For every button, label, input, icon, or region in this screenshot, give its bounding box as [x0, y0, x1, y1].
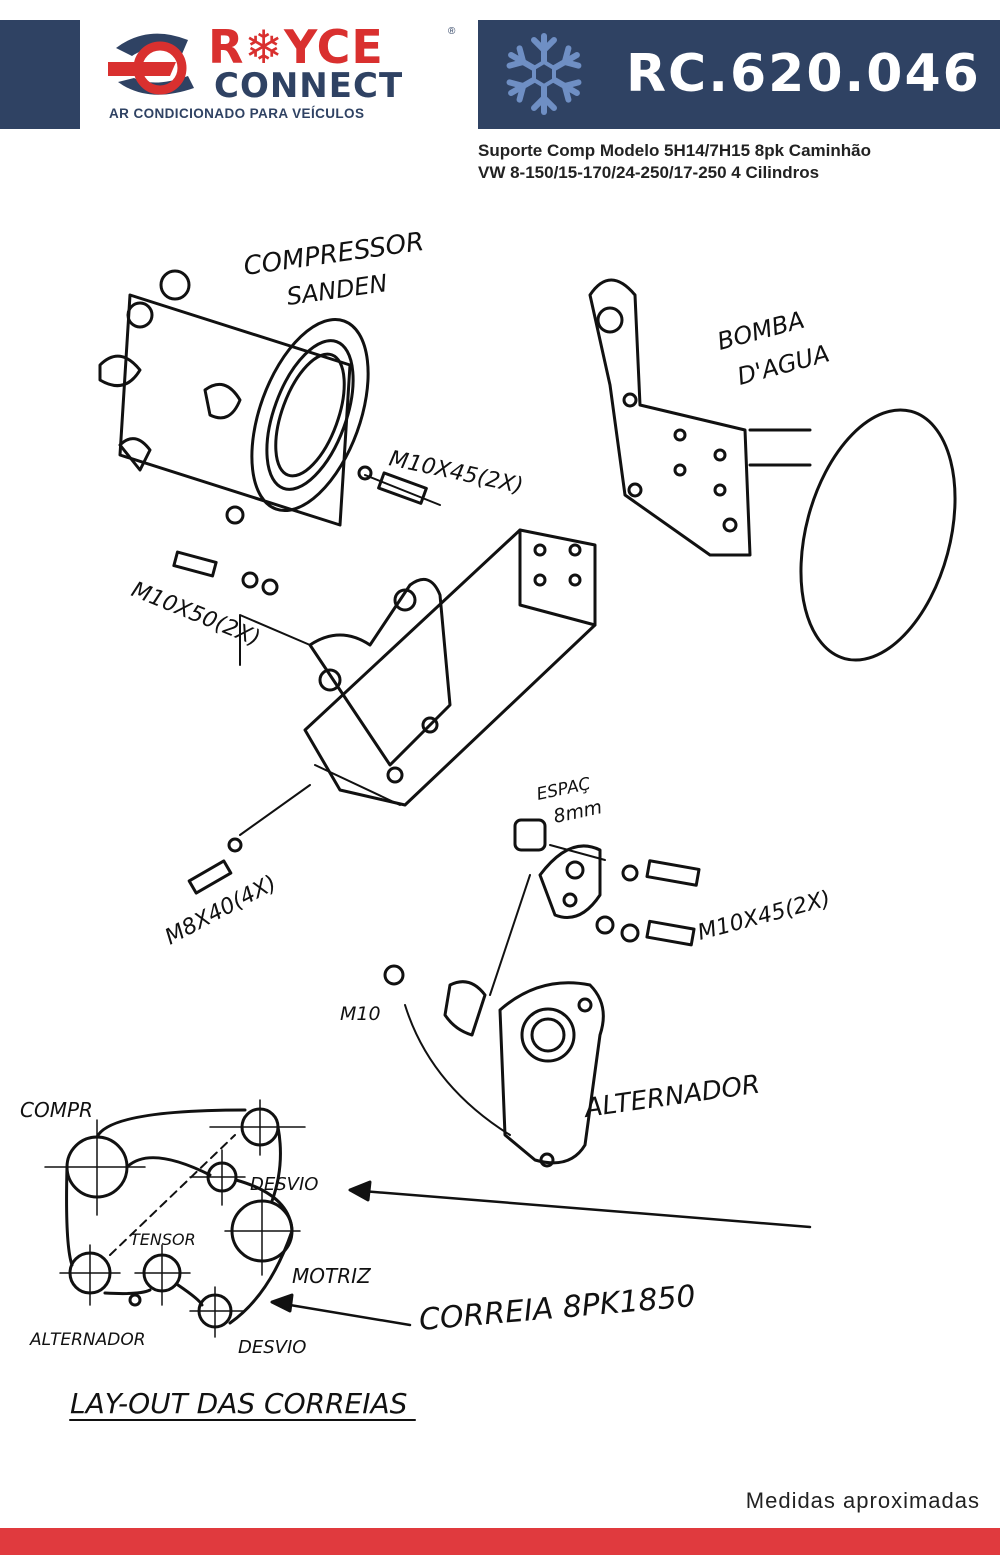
brand-name-bottom: CONNECT [214, 66, 404, 106]
royce-connect-logo: R❄YCE ® CONNECT AR CONDICIONADO PARA VEÍ… [108, 20, 460, 126]
footer-bar [0, 1528, 1000, 1555]
belt-layout-title: LAY-OUT DAS CORREIAS [70, 1387, 407, 1420]
label-bolt-left: M10X50(2X) [128, 577, 264, 651]
belt-label-correia: CORREIA 8PK1850 [418, 1279, 697, 1338]
alternator-drawing [404, 874, 605, 1168]
belt-layout-drawing [44, 1099, 416, 1421]
belt-label-desvio-bottom: DESVIO [238, 1337, 306, 1358]
compressor-drawing [98, 269, 370, 527]
registered-mark: ® [448, 26, 456, 37]
product-description-line-2: VW 8-150/15-170/24-250/17-250 4 Cilindro… [478, 163, 820, 182]
product-code-box: RC.620.046 [478, 20, 1000, 129]
product-description: Suporte Comp Modelo 5H14/7H15 8pk Caminh… [478, 140, 998, 184]
bracket-drawing [239, 528, 597, 807]
label-nut: M10 [340, 1003, 381, 1025]
header-left-block [0, 20, 80, 129]
label-spacer-2: 8mm [551, 796, 604, 828]
label-compressor-brand: SANDEN [285, 269, 389, 311]
snowflake-icon [502, 33, 586, 116]
belt-label-comp: COMPR [20, 1098, 93, 1122]
brand-tagline: AR CONDICIONADO PARA VEÍCULOS [109, 106, 365, 121]
belt-label-motriz: MOTRIZ [292, 1264, 372, 1288]
water-pump-drawing [588, 278, 957, 662]
product-description-line-1: Suporte Comp Modelo 5H14/7H15 8pk Caminh… [478, 141, 871, 160]
footnote: Medidas aproximadas [745, 1488, 980, 1513]
belt-label-desvio-top: DESVIO [250, 1174, 318, 1195]
bolts-drawing [172, 465, 701, 986]
brand-name-top: R❄YCE [208, 20, 384, 74]
logo-emblem-icon [108, 33, 194, 95]
label-alternator: ALTERNADOR [581, 1070, 762, 1125]
label-bolt-bottom: M8X40(4X) [161, 871, 281, 950]
label-compressor: COMPRESSOR [242, 227, 426, 282]
belt-label-tensor: TENSOR [130, 1230, 196, 1249]
label-bolt-right: M10X45(2X) [695, 886, 833, 945]
assembly-sketch: COMPRESSOR SANDEN BOMBA D'AGUA M10X45(2X… [20, 227, 957, 1421]
belt-label-alternador: ALTERNADOR [29, 1330, 146, 1350]
product-code: RC.620.046 [626, 44, 981, 104]
